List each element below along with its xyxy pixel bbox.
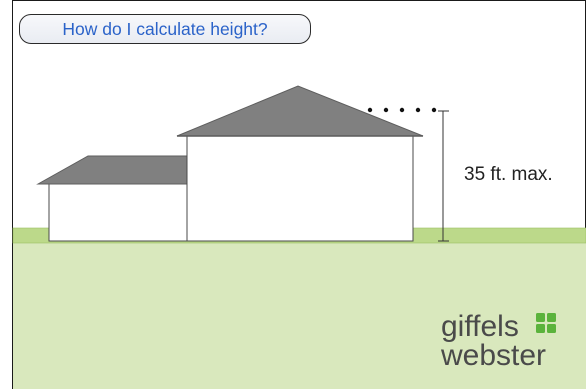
ground-area bbox=[13, 228, 586, 389]
giffels-webster-logo: giffels webster bbox=[440, 310, 556, 372]
small-house-wall bbox=[48, 179, 190, 242]
logo-line2: webster bbox=[440, 339, 546, 372]
logo-line1: giffels bbox=[441, 310, 519, 343]
height-measure-label: 35 ft. max. bbox=[464, 164, 553, 185]
how-to-calculate-height-button[interactable]: How do I calculate height? bbox=[19, 14, 311, 44]
small-house-roof bbox=[36, 155, 195, 185]
height-measure-bar bbox=[438, 110, 449, 242]
logo-mark-icon bbox=[536, 313, 556, 333]
large-house-wall bbox=[186, 134, 414, 242]
ridge-dotted-line bbox=[367, 107, 437, 113]
